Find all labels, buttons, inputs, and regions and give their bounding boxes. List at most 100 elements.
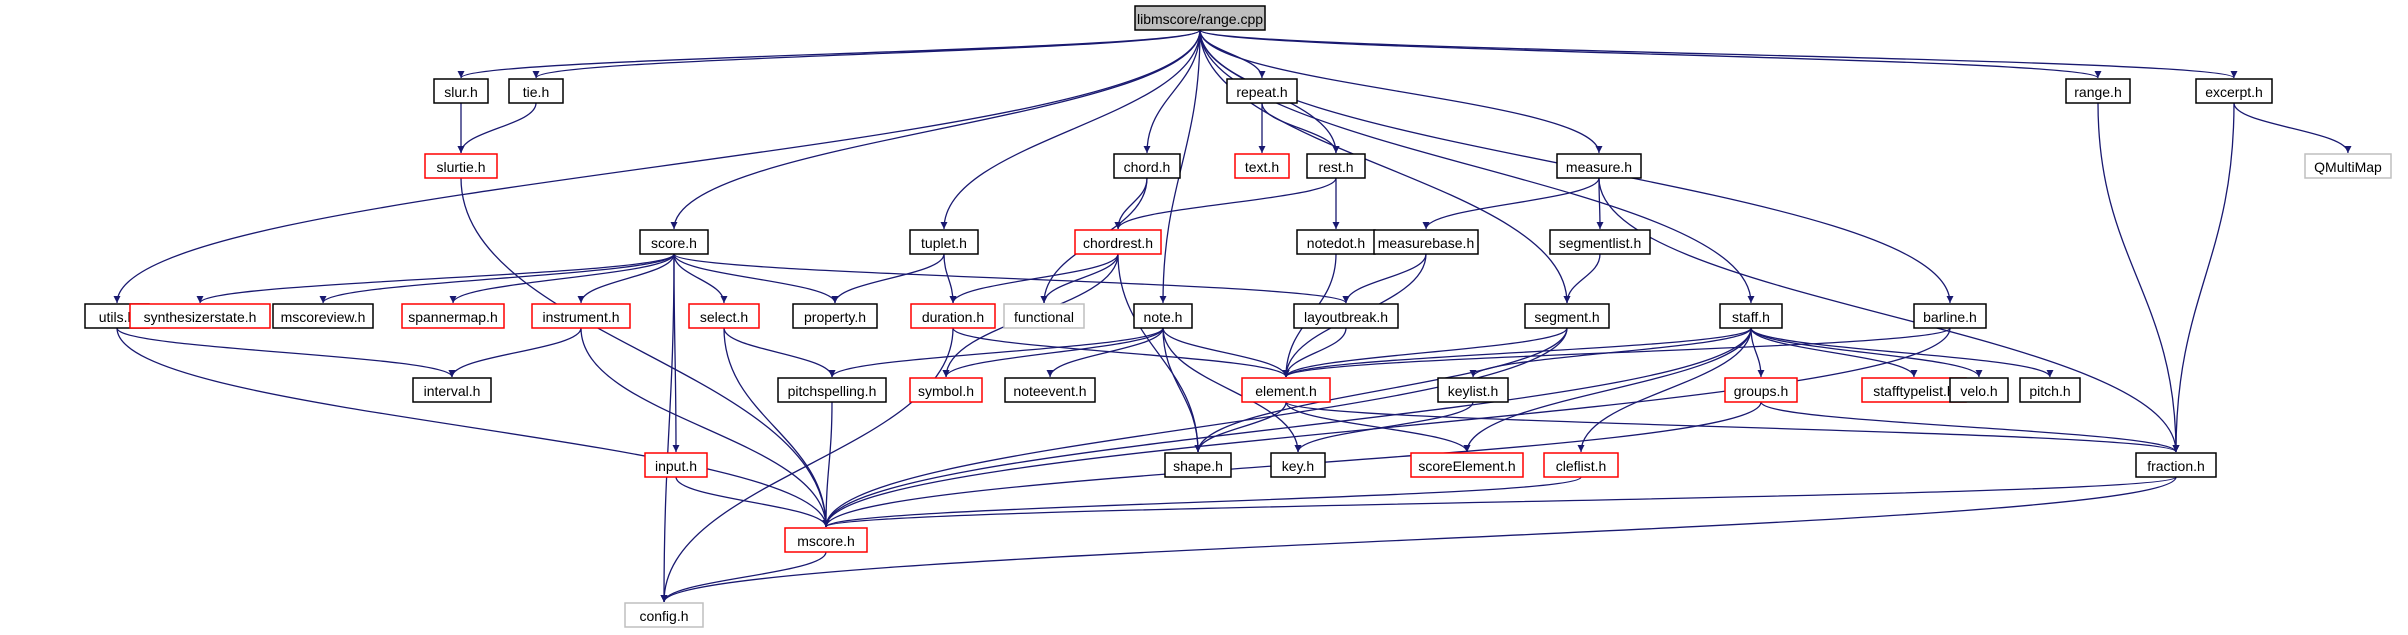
- edge-score-to-layoutbreak: [673, 253, 1350, 304]
- node-label: select.h: [700, 309, 748, 325]
- node-rest[interactable]: rest.h: [1306, 153, 1366, 179]
- node-functional[interactable]: functional: [1003, 303, 1085, 329]
- node-measure[interactable]: measure.h: [1556, 153, 1642, 179]
- node-mscoreview[interactable]: mscoreview.h: [272, 303, 374, 329]
- node-label: tuplet.h: [921, 235, 967, 251]
- node-tie[interactable]: tie.h: [508, 78, 564, 104]
- node-noteevent[interactable]: noteevent.h: [1004, 377, 1096, 403]
- node-box: [1524, 303, 1610, 329]
- node-box: [1913, 303, 1987, 329]
- edge-measure-to-measurebase: [1422, 177, 1600, 230]
- node-range-h[interactable]: range.h: [2065, 78, 2131, 104]
- edge-segment-to-shape: [1194, 327, 1568, 453]
- node-box: [433, 78, 489, 104]
- node-mscore[interactable]: mscore.h: [784, 527, 868, 553]
- node-measurebase[interactable]: measurebase.h: [1373, 229, 1479, 255]
- node-box: [1234, 153, 1290, 179]
- node-box: [688, 303, 760, 329]
- node-cleflist[interactable]: cleflist.h: [1543, 452, 1619, 478]
- edge-staff-to-velo: [1750, 327, 1983, 378]
- node-segment[interactable]: segment.h: [1524, 303, 1610, 329]
- edge-score-to-synth: [196, 253, 675, 304]
- node-label: staff.h: [1732, 309, 1770, 325]
- node-label: segmentlist.h: [1559, 235, 1641, 251]
- node-stafftypelist[interactable]: stafftypelist.h: [1861, 377, 1967, 403]
- edge-element-to-fraction: [1285, 401, 2180, 453]
- node-label: keylist.h: [1448, 383, 1499, 399]
- node-shape[interactable]: shape.h: [1164, 452, 1232, 478]
- node-slurtie[interactable]: slurtie.h: [424, 153, 498, 179]
- edge-staff-to-groups: [1750, 327, 1765, 378]
- node-segmentlist[interactable]: segmentlist.h: [1549, 229, 1651, 255]
- node-velo[interactable]: velo.h: [1949, 377, 2009, 403]
- node-label: velo.h: [1960, 383, 1997, 399]
- node-box: [2019, 377, 2081, 403]
- node-text[interactable]: text.h: [1234, 153, 1290, 179]
- node-key[interactable]: key.h: [1270, 452, 1326, 478]
- node-tuplet[interactable]: tuplet.h: [909, 229, 979, 255]
- edge-rest-to-chordrest: [1114, 177, 1337, 230]
- edge-staff-to-pitch: [1750, 327, 2054, 378]
- node-label: score.h: [651, 235, 697, 251]
- edge-instrument-to-mscore: [580, 327, 830, 528]
- node-barline[interactable]: barline.h: [1913, 303, 1987, 329]
- node-label: libmscore/range.cpp: [1137, 11, 1263, 27]
- node-box: [508, 78, 564, 104]
- node-pitch[interactable]: pitch.h: [2019, 377, 2081, 403]
- edge-tuplet-to-property: [831, 253, 945, 304]
- node-label: symbol.h: [918, 383, 974, 399]
- node-box: [1719, 303, 1783, 329]
- node-box: [2065, 78, 2131, 104]
- edge-range_cpp-to-slur: [457, 29, 1201, 79]
- node-input[interactable]: input.h: [644, 452, 708, 478]
- node-instrument[interactable]: instrument.h: [531, 303, 631, 329]
- node-box: [1549, 229, 1651, 255]
- node-notedot[interactable]: notedot.h: [1296, 229, 1376, 255]
- node-synth[interactable]: synthesizerstate.h: [129, 303, 271, 329]
- node-label: QMultiMap: [2314, 159, 2382, 175]
- node-config[interactable]: config.h: [624, 602, 704, 628]
- node-box: [1373, 229, 1479, 255]
- edge-duration-to-element: [952, 327, 1290, 378]
- node-box: [1133, 303, 1193, 329]
- node-groups[interactable]: groups.h: [1724, 377, 1798, 403]
- node-label: chordrest.h: [1083, 235, 1153, 251]
- node-spannermap[interactable]: spannermap.h: [401, 303, 505, 329]
- node-slur[interactable]: slur.h: [433, 78, 489, 104]
- node-excerpt[interactable]: excerpt.h: [2195, 78, 2273, 104]
- node-interval[interactable]: interval.h: [412, 377, 492, 403]
- node-label: note.h: [1144, 309, 1183, 325]
- node-box: [2195, 78, 2273, 104]
- node-label: utils.h: [99, 309, 136, 325]
- edge-select-to-pitchspelling: [723, 327, 836, 378]
- node-label: shape.h: [1173, 458, 1223, 474]
- node-chord[interactable]: chord.h: [1113, 153, 1181, 179]
- edge-chordrest-to-functional: [1040, 253, 1119, 304]
- node-select[interactable]: select.h: [688, 303, 760, 329]
- edge-note-to-symbol: [942, 327, 1164, 378]
- node-label: property.h: [804, 309, 866, 325]
- node-range-cpp[interactable]: libmscore/range.cpp: [1134, 5, 1266, 31]
- node-box: [1306, 153, 1366, 179]
- node-staff[interactable]: staff.h: [1719, 303, 1783, 329]
- node-label: mscore.h: [797, 533, 855, 549]
- node-scoreelement[interactable]: scoreElement.h: [1410, 452, 1524, 478]
- node-box: [2135, 452, 2217, 478]
- node-duration[interactable]: duration.h: [910, 303, 996, 329]
- node-chordrest[interactable]: chordrest.h: [1074, 229, 1162, 255]
- node-note[interactable]: note.h: [1133, 303, 1193, 329]
- node-box: [1293, 303, 1399, 329]
- node-property[interactable]: property.h: [792, 303, 878, 329]
- edge-range_cpp-to-utils: [113, 29, 1201, 304]
- node-label: element.h: [1255, 383, 1316, 399]
- node-keylist[interactable]: keylist.h: [1437, 377, 1509, 403]
- node-pitchspelling[interactable]: pitchspelling.h: [777, 377, 887, 403]
- node-repeat[interactable]: repeat.h: [1226, 78, 1298, 104]
- node-score[interactable]: score.h: [639, 229, 709, 255]
- node-symbol[interactable]: symbol.h: [909, 377, 983, 403]
- node-qmultimap[interactable]: QMultiMap: [2304, 153, 2392, 179]
- node-element[interactable]: element.h: [1241, 377, 1331, 403]
- node-layoutbreak[interactable]: layoutbreak.h: [1293, 303, 1399, 329]
- edge-keylist-to-key: [1294, 401, 1474, 453]
- node-fraction[interactable]: fraction.h: [2135, 452, 2217, 478]
